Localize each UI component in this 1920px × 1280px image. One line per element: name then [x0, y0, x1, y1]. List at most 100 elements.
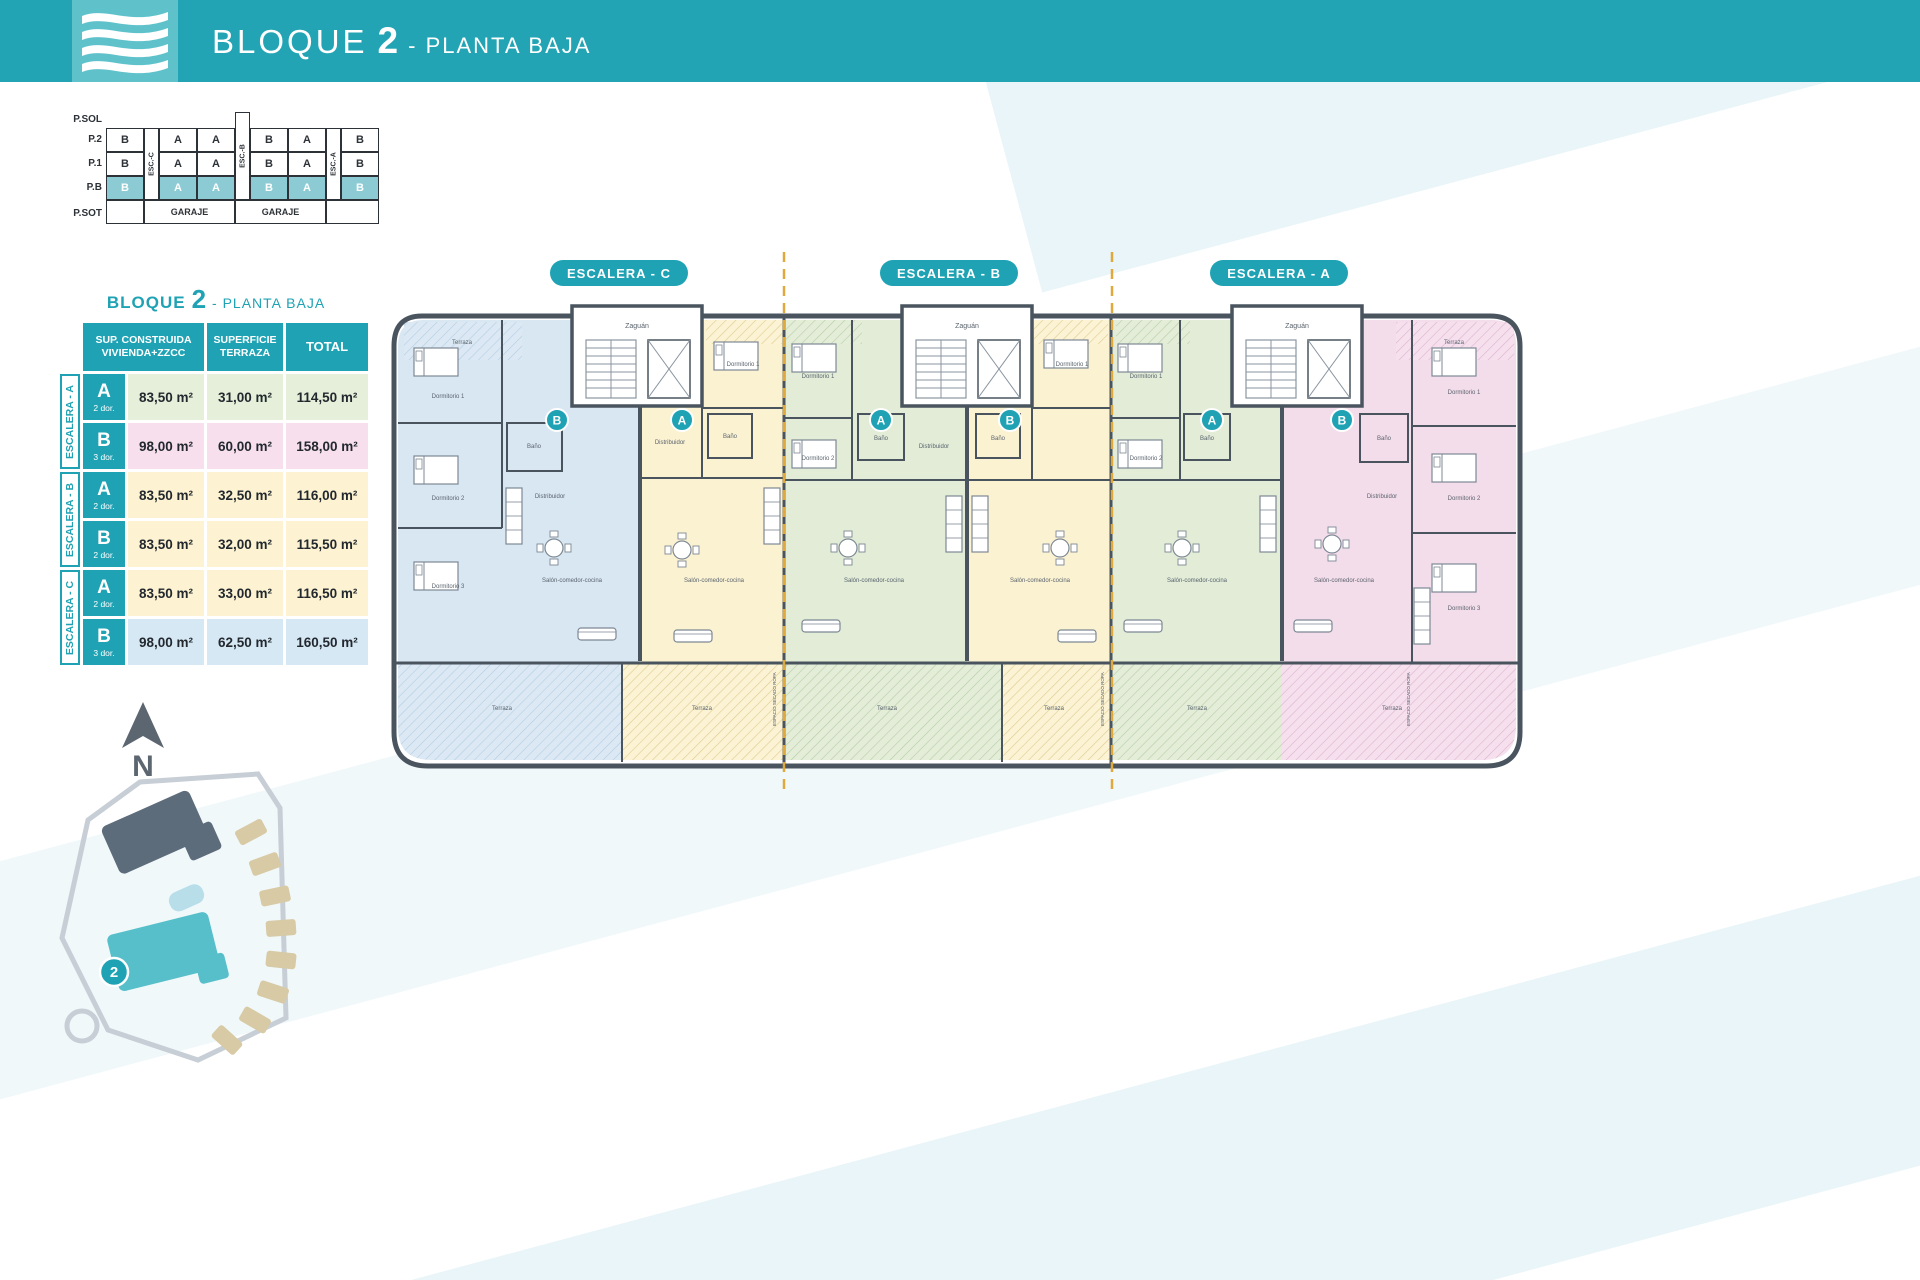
terrace-top-yellow [706, 320, 782, 344]
room-label: Dormitorio 2 [1130, 456, 1163, 462]
garage-cell: GARAJE [235, 200, 326, 224]
apartment-zones [398, 320, 1516, 760]
col-header-total: TOTAL [286, 323, 368, 371]
floor-label: P.B [86, 182, 102, 193]
room-label: Salón-comedor-cocina [844, 578, 905, 584]
room-label: Dormitorio 3 [1448, 606, 1481, 612]
floor-label: P.1 [88, 158, 102, 169]
room-label: Salón-comedor-cocina [542, 578, 603, 584]
terrace-pink [1282, 663, 1516, 760]
section-cell: A [159, 152, 197, 176]
room-label: Terraza [692, 706, 713, 712]
total-value: 114,50 m² [286, 374, 368, 420]
room-label: Distribuidor [919, 444, 949, 450]
room-label: Baño [1377, 436, 1392, 442]
stair-column-label: ESC.-C [148, 152, 155, 176]
room-label: Dormitorio 2 [432, 496, 465, 502]
building-section-diagram: P.SOL P.2 P.1 P.B P.SOT B A A B A B B A … [60, 112, 390, 232]
site-building-teal [107, 912, 229, 992]
site-map: 2 [59, 771, 297, 1063]
room-label: Dormitorio 1 [1130, 374, 1163, 380]
terrace-green-b [784, 663, 1002, 760]
room-label-secado: ESPACIO SECADO ROPA [1100, 672, 1105, 726]
section-cell-highlight: B [106, 176, 144, 200]
room-label: Baño [1200, 436, 1215, 442]
section-cell: B [250, 128, 288, 152]
total-value: 116,00 m² [286, 472, 368, 518]
room-label: Terraza [1444, 340, 1465, 346]
terrace-green-a [1110, 663, 1282, 760]
section-cell: B [106, 152, 144, 176]
escalera-b-label: ESCALERA - B [60, 472, 80, 567]
sup-value: 83,50 m² [128, 570, 204, 616]
stair-column-label: ESC.-B [239, 144, 246, 168]
brand-waves-icon [82, 12, 168, 74]
section-stair-column: ESC.-A [326, 128, 341, 200]
section-stair-column: ESC.-B [235, 112, 250, 200]
unit-badge-letter: B [1006, 414, 1015, 428]
site-roundabout [64, 1008, 100, 1044]
terraza-value: 60,00 m² [207, 423, 283, 469]
sup-value: 98,00 m² [128, 423, 204, 469]
room-label: Dormitorio 1 [727, 362, 760, 368]
section-cell: B [341, 152, 379, 176]
header-bar: BLOQUE 2 - PLANTA BAJA [0, 0, 1920, 82]
total-value: 116,50 m² [286, 570, 368, 616]
terraza-value: 31,00 m² [207, 374, 283, 420]
section-cell-empty [106, 200, 144, 224]
brand-logo [72, 0, 178, 82]
page-title: BLOQUE 2 - PLANTA BAJA [212, 20, 591, 62]
room-label: Salón-comedor-cocina [1167, 578, 1228, 584]
table-title-prefix: BLOQUE [106, 293, 186, 312]
unit-badge-letter: B [553, 414, 562, 428]
room-label: Dormitorio 2 [1448, 496, 1481, 502]
unit-badge-letter: B [1338, 414, 1347, 428]
section-cell: A [197, 152, 235, 176]
sup-value: 98,00 m² [128, 619, 204, 665]
garage-cell: GARAJE [144, 200, 235, 224]
terrace-top-green [1116, 320, 1190, 344]
room-label-secado: ESPACIO SECADO ROPA [1406, 672, 1411, 726]
section-cell: B [106, 128, 144, 152]
total-value: 160,50 m² [286, 619, 368, 665]
floor-label: P.2 [88, 134, 102, 145]
room-label: Dormitorio 3 [432, 584, 465, 590]
section-cell-highlight: A [197, 176, 235, 200]
stair-column-label: ESC.-A [330, 152, 337, 176]
room-label: Baño [874, 436, 889, 442]
escalera-c-label: ESCALERA - C [60, 570, 80, 665]
section-cell-empty [326, 200, 379, 224]
north-arrow: N [122, 702, 164, 782]
room-label: Baño [527, 444, 542, 450]
room-label: Dormitorio 1 [1056, 362, 1089, 368]
section-cell-highlight: B [250, 176, 288, 200]
room-label: Terraza [877, 706, 898, 712]
section-cell: A [288, 152, 326, 176]
site-buildings-beige [211, 818, 297, 1055]
room-label: Distribuidor [1367, 494, 1397, 500]
table-title: BLOQUE 2 - PLANTA BAJA [60, 284, 372, 315]
interior-partitions [398, 320, 1516, 663]
sup-value: 83,50 m² [128, 521, 204, 567]
room-label: Salón-comedor-cocina [684, 578, 745, 584]
terraza-value: 62,50 m² [207, 619, 283, 665]
terraza-value: 32,00 m² [207, 521, 283, 567]
terrace-top-green [786, 320, 862, 344]
room-label: Salón-comedor-cocina [1314, 578, 1375, 584]
north-label: N [132, 750, 154, 782]
terrace-yellow-c [622, 663, 784, 760]
site-pool [168, 884, 205, 912]
floor-plan: Zaguán [391, 252, 1523, 793]
terraza-value: 32,50 m² [207, 472, 283, 518]
unit-badge-letter: A [678, 414, 687, 428]
section-cell: A [288, 128, 326, 152]
section-cell: B [250, 152, 288, 176]
escalera-a-label: ESCALERA - A [60, 374, 80, 469]
room-label: Dormitorio 1 [432, 394, 465, 400]
